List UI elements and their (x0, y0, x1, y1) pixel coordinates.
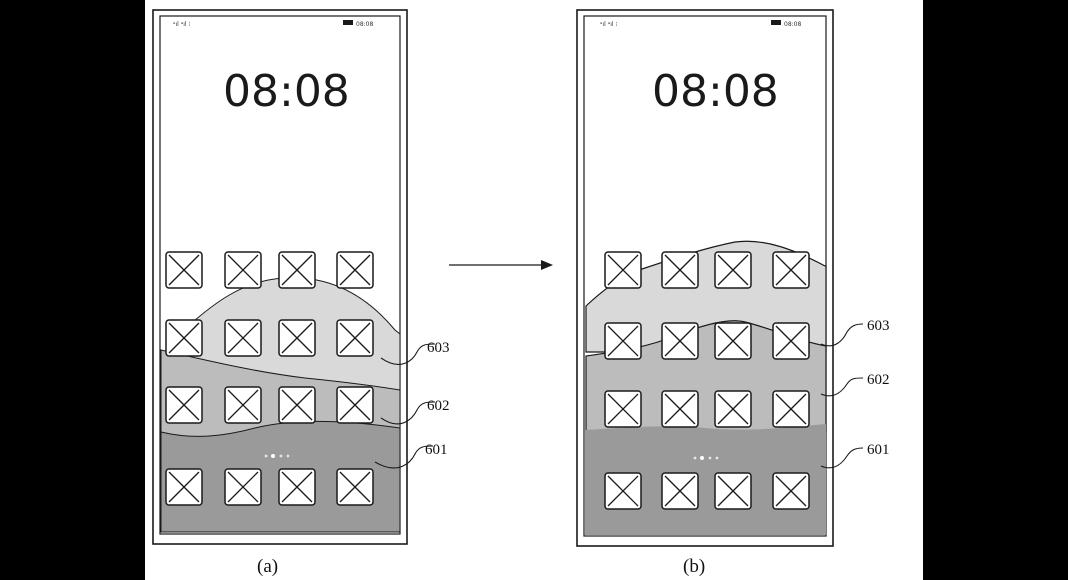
placeholder-app-icon[interactable] (166, 320, 202, 356)
page-dot (716, 457, 719, 460)
page-dot-active (271, 454, 275, 458)
placeholder-app-icon[interactable] (715, 252, 751, 288)
placeholder-app-icon[interactable] (773, 391, 809, 427)
caption-b: (b) (683, 556, 705, 577)
placeholder-app-icon[interactable] (337, 387, 373, 423)
placeholder-app-icon[interactable] (715, 391, 751, 427)
status-time: 08:08 (356, 21, 373, 28)
placeholder-app-icon[interactable] (773, 473, 809, 509)
ref-603: 603 (427, 340, 450, 356)
page-dot (694, 457, 697, 460)
placeholder-app-icon[interactable] (715, 323, 751, 359)
ref-601: 601 (867, 442, 890, 458)
page-dot (709, 457, 712, 460)
battery-icon (343, 20, 353, 25)
placeholder-app-icon[interactable] (225, 387, 261, 423)
placeholder-app-icon[interactable] (773, 323, 809, 359)
placeholder-app-icon[interactable] (279, 469, 315, 505)
status-signal: ᵊıl ᵊıl ⁝ (173, 21, 190, 28)
placeholder-app-icon[interactable] (225, 320, 261, 356)
status-signal: ᵊıl ᵊıl ⁝ (600, 21, 617, 28)
placeholder-app-icon[interactable] (166, 252, 202, 288)
clock-time: 08:08 (652, 66, 779, 117)
ref-602: 602 (867, 372, 890, 388)
leader-603 (821, 324, 863, 346)
ref-603: 603 (867, 318, 890, 334)
page-dot-active (700, 456, 704, 460)
placeholder-app-icon[interactable] (662, 391, 698, 427)
clock-time: 08:08 (223, 66, 350, 117)
placeholder-app-icon[interactable] (166, 469, 202, 505)
placeholder-app-icon[interactable] (337, 252, 373, 288)
panel-b: ᵊıl ᵊıl ⁝ 08:08 08:08 603 602 601 (b) (577, 10, 890, 577)
transition-arrow (449, 260, 553, 270)
placeholder-app-icon[interactable] (337, 320, 373, 356)
placeholder-app-icon[interactable] (166, 387, 202, 423)
placeholder-app-icon[interactable] (605, 323, 641, 359)
arrowhead-icon (541, 260, 553, 270)
placeholder-app-icon[interactable] (337, 469, 373, 505)
placeholder-app-icon[interactable] (279, 320, 315, 356)
placeholder-app-icon[interactable] (605, 391, 641, 427)
status-time: 08:08 (784, 21, 801, 28)
placeholder-app-icon[interactable] (662, 323, 698, 359)
placeholder-app-icon[interactable] (279, 387, 315, 423)
page-dot (280, 455, 283, 458)
diagram: ᵊıl ᵊıl ⁝ 08:08 08:08 603 602 601 (a) (145, 0, 923, 580)
page-dot (287, 455, 290, 458)
ref-601: 601 (425, 442, 448, 458)
page-dot (265, 455, 268, 458)
placeholder-app-icon[interactable] (662, 252, 698, 288)
panel-a: ᵊıl ᵊıl ⁝ 08:08 08:08 603 602 601 (a) (153, 10, 450, 577)
ref-602: 602 (427, 398, 450, 414)
battery-icon (771, 20, 781, 25)
figure-stage: ᵊıl ᵊıl ⁝ 08:08 08:08 603 602 601 (a) (145, 0, 923, 580)
placeholder-app-icon[interactable] (279, 252, 315, 288)
placeholder-app-icon[interactable] (605, 252, 641, 288)
placeholder-app-icon[interactable] (715, 473, 751, 509)
placeholder-app-icon[interactable] (225, 469, 261, 505)
placeholder-app-icon[interactable] (605, 473, 641, 509)
placeholder-app-icon[interactable] (662, 473, 698, 509)
leader-602 (821, 378, 863, 396)
leader-601 (821, 448, 863, 468)
caption-a: (a) (257, 556, 278, 577)
placeholder-app-icon[interactable] (773, 252, 809, 288)
placeholder-app-icon[interactable] (225, 252, 261, 288)
